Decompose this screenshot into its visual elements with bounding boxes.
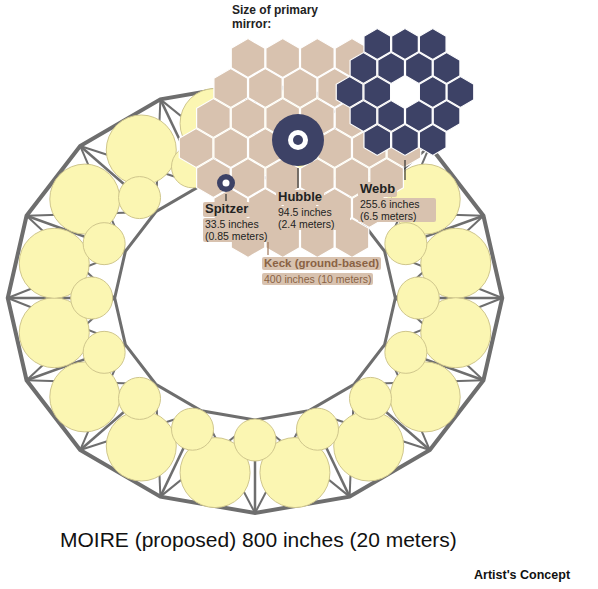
- mirror-segment: [385, 331, 427, 373]
- mirror-name: Webb: [358, 182, 397, 197]
- moire-mirror-segments: [19, 88, 491, 507]
- keck-mirror: [179, 39, 420, 258]
- webb-segment: [447, 77, 474, 108]
- mirror-segment: [106, 115, 176, 185]
- caption: MOIRE (proposed) 800 inches (20 meters): [60, 528, 457, 552]
- hubble-mirror: [272, 114, 324, 166]
- mirror-segment: [83, 223, 125, 265]
- mirror-segment: [172, 408, 214, 450]
- mirror-segment: [296, 408, 338, 450]
- mirror-segment: [385, 223, 427, 265]
- outer-frame: [8, 83, 503, 513]
- mirror-segment: [334, 411, 404, 481]
- mirror-segment: [349, 377, 391, 419]
- spitzer-mirror: [217, 174, 235, 192]
- mirror-name: Keck (ground-based): [262, 257, 381, 270]
- mirror-size: 400 inches (10 meters): [262, 273, 373, 285]
- mirror-segment: [119, 177, 161, 219]
- hubble-disc: [272, 114, 324, 166]
- inner-frame: [115, 176, 396, 420]
- ring-truss: [8, 83, 503, 513]
- leader-line: [267, 240, 268, 255]
- mirror-size: 94.5 inches (2.4 meters): [276, 206, 350, 230]
- chart-title: Size of primary mirror:: [232, 4, 332, 32]
- mirror-segment: [106, 411, 176, 481]
- leader-line: [225, 194, 226, 201]
- webb-mirror: [336, 29, 474, 156]
- hubble-center: [293, 135, 303, 145]
- mirror-segment: [83, 331, 125, 373]
- spitzer-ring: [223, 180, 230, 187]
- mirror-segment: [71, 277, 113, 319]
- mirror-size: 33.5 inches (0.85 meters): [203, 218, 281, 242]
- mirror-name: Hubble: [276, 190, 324, 205]
- mirror-name: Artist's Concept: [474, 568, 570, 582]
- mirror-name: Spitzer: [203, 202, 250, 217]
- mirror-size: 255.6 inches (6.5 meters): [358, 198, 436, 222]
- leader-line: [404, 160, 405, 180]
- spitzer-disc: [217, 174, 235, 192]
- leader-line: [297, 168, 298, 188]
- mirror-segment: [234, 419, 276, 461]
- hubble-ring: [288, 130, 308, 150]
- mirror-segment: [119, 377, 161, 419]
- mirror-segment: [397, 277, 439, 319]
